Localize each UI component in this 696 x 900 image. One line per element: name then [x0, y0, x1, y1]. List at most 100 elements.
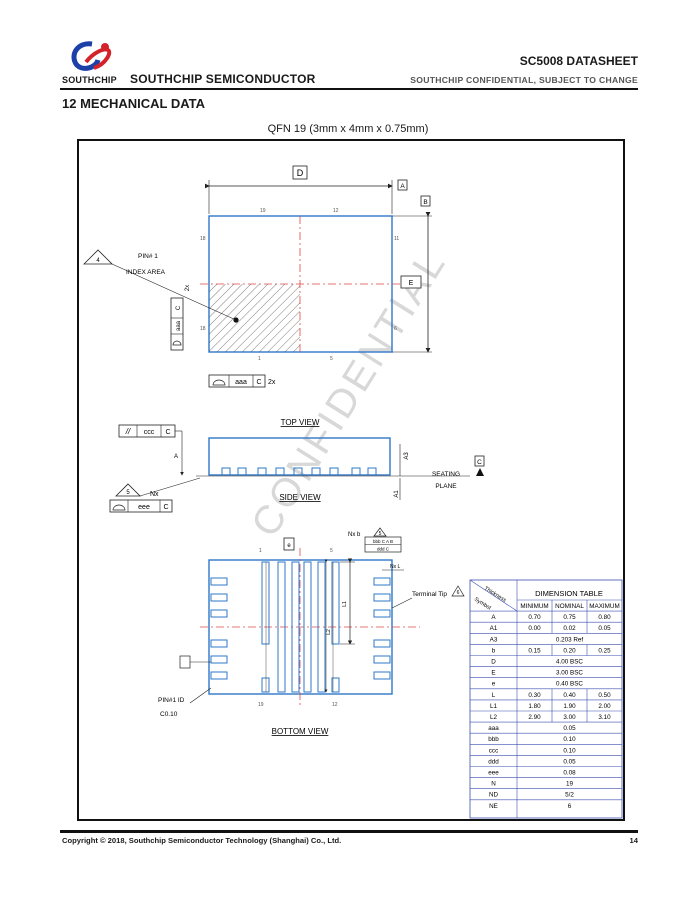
bottom-view: e 1 5 19 12 Nx b 5 bbb C A B ddd C	[158, 527, 465, 736]
fcf-bbb: bbb C A B	[373, 539, 393, 544]
table-cell-value: 5/2	[565, 792, 574, 799]
table-title: DIMENSION TABLE	[535, 589, 603, 598]
tol-eee-datum: C	[163, 504, 168, 511]
tol-left-datum: C	[176, 305, 182, 310]
nx-b-label: Nx b	[348, 532, 361, 538]
table-cell-value: 3.10	[598, 714, 611, 721]
table-cell-symbol: L2	[490, 714, 498, 721]
svg-text:19: 19	[260, 208, 266, 214]
svg-text:5: 5	[330, 356, 333, 362]
svg-text:12: 12	[332, 702, 338, 708]
side-view-caption: SIDE VIEW	[279, 493, 321, 502]
svg-text:6: 6	[394, 326, 397, 332]
svg-text:1: 1	[259, 548, 262, 554]
table-col-header: MAXIMUM	[589, 603, 619, 610]
table-cell-value: 0.20	[563, 647, 576, 654]
table-cell-value: 0.40 BSC	[556, 681, 583, 688]
table-cell-value: 0.08	[563, 770, 576, 777]
table-cell-value: 0.80	[598, 614, 611, 621]
seating-plane-label-1: SEATING	[432, 471, 460, 478]
pin1-size-label: C0.10	[160, 711, 178, 718]
table-cell-symbol: D	[491, 659, 496, 666]
pin1-label: PIN# 1	[138, 253, 158, 260]
table-cell-value: 1.80	[528, 703, 541, 710]
tol-bottom-mult: 2x	[268, 379, 276, 386]
tol-eee-label: eee	[138, 504, 150, 511]
dim-a-label: A	[174, 454, 178, 460]
tol-bottom-datum: C	[256, 379, 261, 386]
table-corner-thickness: Thickness	[483, 586, 507, 604]
dim-e-label: E	[409, 280, 414, 287]
confidential-notice: SOUTHCHIP CONFIDENTIAL, SUBJECT TO CHANG…	[410, 75, 638, 85]
table-col-header: MINIMUM	[520, 603, 548, 610]
table-cell-value: 0.10	[563, 747, 576, 754]
dim-l2-label: L2	[326, 629, 332, 635]
side-view: // ccc C A A3 A1 C SEATING PLANE 5	[109, 424, 485, 513]
svg-text:19: 19	[258, 702, 264, 708]
table-cell-value: 0.40	[563, 692, 576, 699]
footer-divider	[60, 830, 638, 833]
section-heading: 12 MECHANICAL DATA	[62, 96, 206, 111]
fcf-ddd: ddd C	[377, 547, 390, 552]
table-col-header: NOMINAL	[555, 603, 584, 610]
table-cell-value: 2.00	[598, 703, 611, 710]
datum-b-label: B	[423, 199, 427, 206]
table-cell-value: 0.00	[528, 625, 541, 632]
table-cell-symbol: N	[491, 781, 496, 788]
mechanical-drawing-frame	[77, 139, 625, 821]
table-cell-symbol: A	[491, 614, 496, 621]
bottom-note-5: 5	[379, 531, 382, 537]
table-cell-symbol: L1	[490, 703, 498, 710]
table-cell-symbol: bbb	[488, 736, 499, 743]
logo-label: SOUTHCHIP	[62, 75, 117, 85]
table-cell-value: 19	[566, 781, 574, 788]
table-cell-symbol: e	[492, 681, 496, 688]
southchip-logo	[64, 38, 120, 82]
table-corner-symbol: Symbol	[473, 597, 492, 612]
table-cell-value: 3.00	[563, 714, 576, 721]
document-title: SC5008 DATASHEET	[519, 54, 638, 68]
table-cell-symbol: ccc	[489, 747, 498, 754]
tol-top-datum: C	[165, 429, 170, 436]
svg-text:1: 1	[258, 356, 261, 362]
table-cell-value: 3.00 BSC	[556, 670, 583, 677]
dim-a1-label: A1	[394, 490, 400, 498]
header-divider	[60, 88, 638, 90]
dim-small-e: e	[287, 543, 291, 549]
table-cell-value: 0.05	[598, 625, 611, 632]
svg-text:18: 18	[200, 326, 206, 332]
company-name: SOUTHCHIP SEMICONDUCTOR	[130, 72, 316, 86]
table-cell-value: 0.70	[528, 614, 541, 621]
side-note-nx: Nx	[150, 491, 159, 498]
index-area-label: INDEX AREA	[126, 269, 166, 276]
svg-text:18: 18	[200, 236, 206, 242]
table-cell-value: 0.02	[563, 625, 576, 632]
tol-bottom-aaa: aaa	[235, 379, 247, 386]
pin1-note-number: 4	[96, 258, 100, 264]
table-cell-symbol: A3	[490, 636, 498, 643]
table-cell-value: 4.00 BSC	[556, 659, 583, 666]
table-cell-value: 0.05	[563, 725, 576, 732]
package-title: QFN 19 (3mm x 4mm x 0.75mm)	[267, 123, 429, 135]
dimension-table: Thickness Symbol DIMENSION TABLE MINIMUM…	[469, 579, 623, 819]
table-cell-value: 0.75	[563, 614, 576, 621]
table-cell-symbol: aaa	[488, 725, 499, 732]
svg-text:11: 11	[394, 236, 399, 242]
tol-top-ccc: ccc	[144, 429, 155, 436]
terminal-tip-label: Terminal Tip	[412, 591, 447, 598]
table-cell-symbol: E	[491, 670, 495, 677]
table-cell-symbol: ddd	[488, 758, 499, 765]
side-note-number: 5	[126, 490, 130, 496]
top-view-caption: TOP VIEW	[281, 418, 320, 427]
top-view: D A 19 12 1 5 18 18 11 6 E B 4 PIN# 1 IN…	[83, 165, 432, 427]
table-cell-value: 0.50	[598, 692, 611, 699]
table-cell-symbol: b	[492, 647, 496, 654]
page-number: 14	[629, 836, 638, 845]
dim-d-label: D	[297, 168, 304, 178]
pin1-id-label: PIN#1 ID	[158, 697, 185, 704]
table-cell-value: 0.15	[528, 647, 541, 654]
svg-text:5: 5	[330, 548, 333, 554]
table-cell-value: 0.25	[598, 647, 611, 654]
copyright-text: Copyright © 2018, Southchip Semiconducto…	[62, 836, 342, 845]
